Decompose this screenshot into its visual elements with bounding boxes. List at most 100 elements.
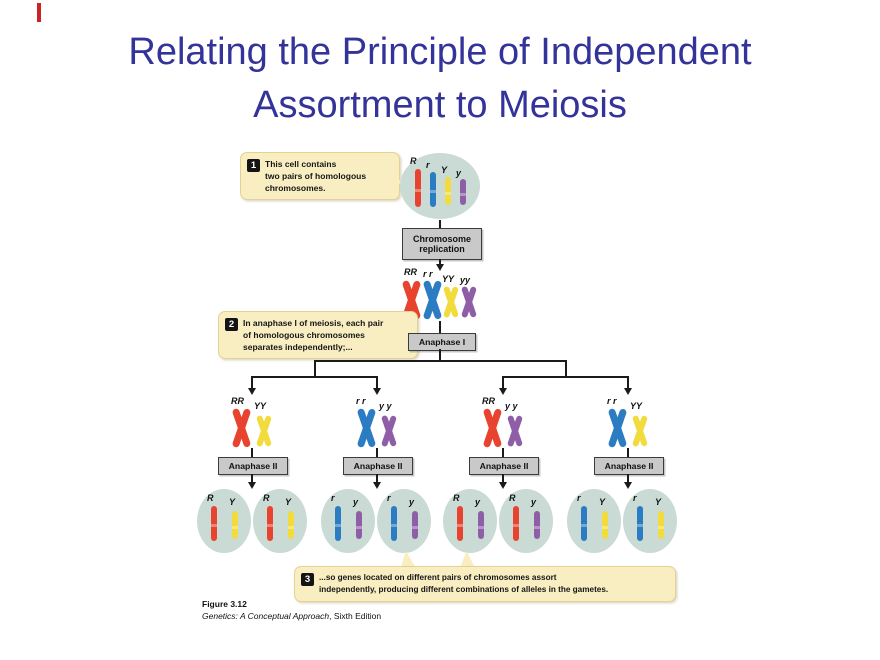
anaphase-1-box: Anaphase I [408,333,476,351]
tree-line [314,360,567,362]
allele-label: y [531,497,537,507]
callout-1-text: This cell contains [265,159,337,169]
connector-line [251,448,253,457]
anaphase-1-label: Anaphase I [418,336,466,347]
arrow-line [502,474,504,484]
callout-3-text: independently, producing different combi… [319,585,609,594]
allele-label: y [353,497,359,507]
arrow-down-icon [498,482,507,489]
allele-label: r [387,493,391,503]
allele-label: YY [442,274,455,284]
chromosome-x [443,285,459,319]
anaphase-2-label: Anaphase II [228,460,278,471]
connector-line [439,321,441,333]
allele-label: YY [630,401,643,411]
chromosome-bar [478,511,484,539]
tree-line [502,376,629,378]
book-edition: , Sixth Edition [329,611,382,621]
arrow-down-icon [435,264,444,271]
tree-line [376,376,378,389]
chromosome-bar [513,506,519,541]
allele-label: YY [254,401,267,411]
chromosome-x [606,408,628,448]
chromosome-bar [391,506,397,541]
chromosome-bar [335,506,341,541]
chromosome-bar [356,511,362,539]
anaphase-2-label: Anaphase II [604,460,654,471]
title-line-2: Assortment to Meiosis [253,84,627,126]
chromosome-replication-box: Chromosome replication [402,228,482,260]
allele-label: Y [655,497,662,507]
tree-line [502,376,504,389]
connector-line [439,220,441,228]
anaphase-2-label: Anaphase II [353,460,403,471]
connector-line [502,448,504,457]
tree-line [251,376,378,378]
arrow-line [627,474,629,484]
chromosome-bar [602,511,608,539]
allele-label: r r [607,396,617,406]
figure-number: Figure 3.12 [202,599,247,609]
chromosome-bar [415,169,421,207]
callout-1-number: 1 [247,159,260,172]
anaphase-2-box: Anaphase II [343,457,413,475]
figure-source: Genetics: A Conceptual Approach, Sixth E… [202,611,381,621]
chromosome-bar [267,506,273,541]
callout-2-number: 2 [225,318,238,331]
allele-label: RR [482,396,495,406]
arrow-down-icon [498,388,507,395]
allele-label: Y [441,165,448,175]
tree-line [565,360,567,377]
arrow-down-icon [623,388,632,395]
chromosome-bar [412,511,418,539]
chromosome-x [461,285,477,319]
allele-label: R [453,493,460,503]
allele-label: Y [229,497,236,507]
tree-line [251,376,253,389]
chromosome-x [381,414,397,448]
allele-label: y [475,497,481,507]
callout-1-text: two pairs of homologous [265,171,367,181]
tree-line [627,376,629,389]
chromosome-x [422,280,443,320]
chromosome-bar [288,511,294,539]
arrow-line [376,474,378,484]
tree-line [439,349,441,361]
chromosome-bar [658,511,664,539]
chromosome-bar [581,506,587,541]
allele-label: yy [460,275,471,285]
allele-label: R [410,156,417,166]
allele-label: Y [285,497,292,507]
arrow-line [251,474,253,484]
anaphase-2-label: Anaphase II [479,460,529,471]
anaphase1-group: RR y y [475,396,535,448]
callout-2-text: separates independently;... [243,342,353,352]
connector-line [376,448,378,457]
allele-label: r [331,493,335,503]
anaphase-2-box: Anaphase II [218,457,288,475]
allele-label: y [409,497,415,507]
title-line-1: Relating the Principle of Independent [128,31,752,73]
allele-label: RR [404,267,417,277]
allele-label: R [509,493,516,503]
replication-label: replication [419,244,465,254]
anaphase-2-box: Anaphase II [469,457,539,475]
arrow-down-icon [372,388,381,395]
callout-1-text: chromosomes. [265,183,326,193]
anaphase1-group: r r YY [600,396,660,448]
tree-line [314,360,316,377]
allele-label: y y [505,401,518,411]
anaphase-2-box: Anaphase II [594,457,664,475]
callout-3: 3 ...so genes located on different pairs… [294,566,676,602]
slide-title: Relating the Principle of Independent As… [0,26,880,132]
callout-3-text: ...so genes located on different pairs o… [319,573,557,582]
callout-3-number: 3 [301,573,314,586]
